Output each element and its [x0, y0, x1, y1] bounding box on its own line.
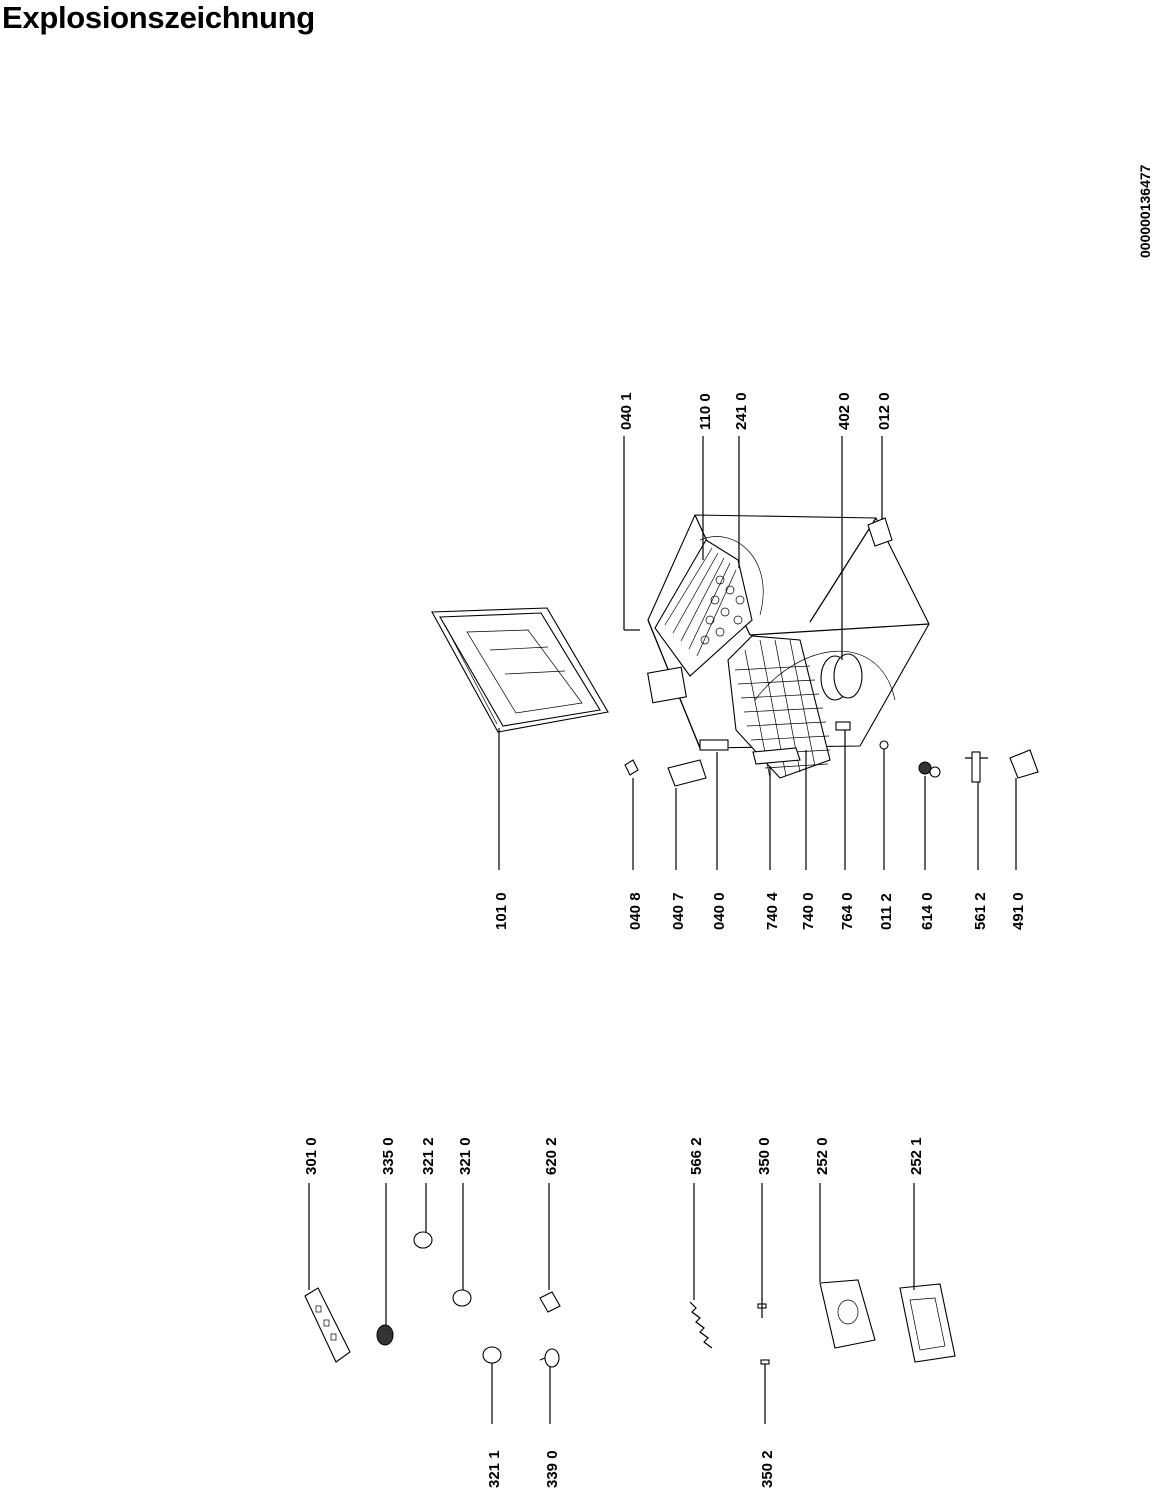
document-id: 000000136477	[1137, 164, 1153, 258]
label-252-0: 252 0	[814, 1137, 831, 1175]
label-491-0: 491 0	[1010, 892, 1027, 930]
label-321-0: 321 0	[457, 1137, 474, 1175]
labels-bottom: 301 0 335 0 321 2 321 0 620 2 566 2 350 …	[303, 1137, 925, 1488]
label-402-0: 402 0	[836, 392, 853, 430]
label-011-2: 011 2	[878, 893, 895, 930]
small-parts-bottom	[304, 1231, 956, 1368]
label-566-2: 566 2	[688, 1137, 705, 1175]
label-321-1: 321 1	[486, 1450, 503, 1488]
label-620-2: 620 2	[543, 1137, 560, 1175]
label-321-2: 321 2	[420, 1137, 437, 1175]
page-title: Explosionszeichnung	[2, 0, 315, 35]
label-301-0: 301 0	[303, 1137, 320, 1175]
label-764-0: 764 0	[839, 892, 856, 930]
label-040-0: 040 0	[711, 892, 728, 930]
label-040-8: 040 8	[627, 892, 644, 930]
cabinet-body	[647, 514, 930, 779]
label-241-0: 241 0	[733, 392, 750, 430]
label-252-1: 252 1	[908, 1137, 925, 1175]
labels-top: 040 1 110 0 241 0 402 0 012 0 101 0 040 …	[493, 392, 1027, 930]
label-101-0: 101 0	[493, 892, 510, 930]
small-parts-top	[624, 747, 1039, 787]
leader-lines-top	[498, 436, 1017, 870]
label-040-7: 040 7	[670, 892, 687, 930]
label-350-2: 350 2	[759, 1450, 776, 1488]
door-lid-part	[431, 607, 609, 733]
basket-grid-dots	[700, 575, 745, 645]
label-339-0: 339 0	[544, 1450, 561, 1488]
label-040-1: 040 1	[618, 392, 635, 430]
label-740-4: 740 4	[764, 892, 781, 930]
label-012-0: 012 0	[876, 392, 893, 430]
label-110-0: 110 0	[697, 393, 714, 430]
label-614-0: 614 0	[919, 892, 936, 930]
leader-lines-bottom	[308, 1183, 915, 1424]
label-350-0: 350 0	[756, 1137, 773, 1175]
label-335-0: 335 0	[380, 1137, 397, 1175]
label-561-2: 561 2	[972, 892, 989, 930]
label-740-0: 740 0	[800, 892, 817, 930]
